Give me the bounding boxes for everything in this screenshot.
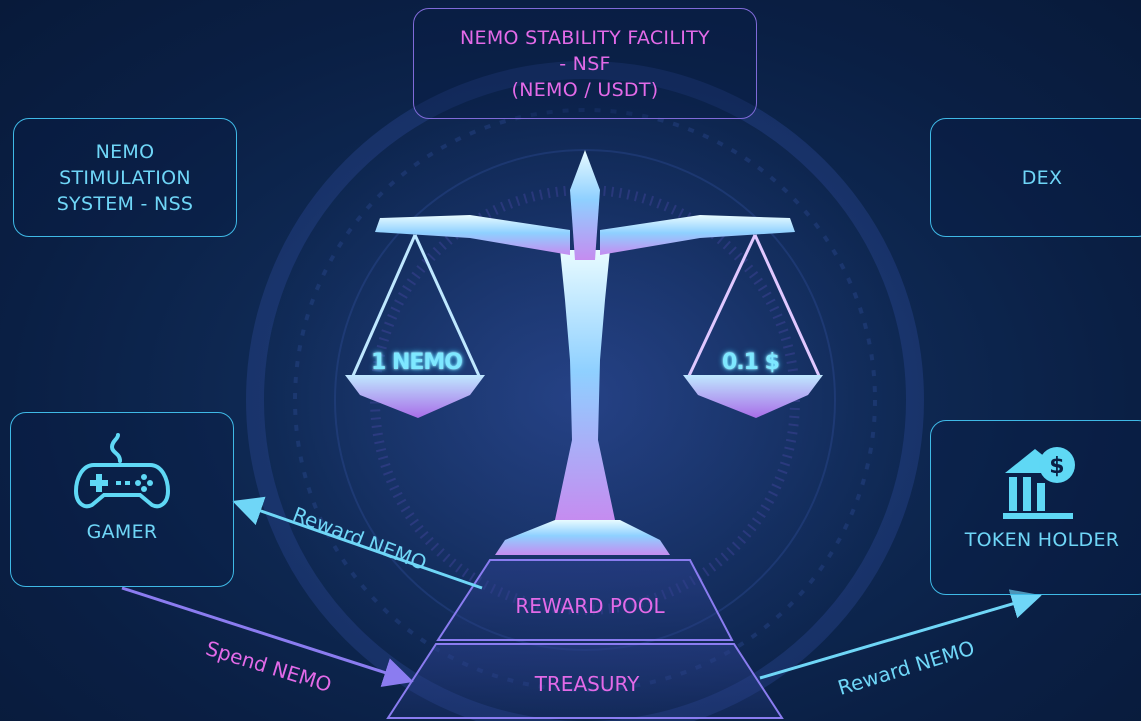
nss-box: NEMO STIMULATION SYSTEM - NSS [13, 118, 237, 237]
pyramid [386, 559, 784, 719]
gamepad-icon [73, 433, 171, 509]
reward-pool-label: REWARD POOL [515, 594, 665, 618]
gamer-label: GAMER [86, 521, 158, 543]
dex-label: DEX [1021, 166, 1063, 189]
flow-arrows [121, 496, 1042, 687]
left-pan-label: 1 NEMO [371, 350, 463, 375]
gamer-box: GAMER [10, 412, 234, 587]
bank-dollar-icon: $ [1003, 447, 1075, 519]
token-holder-label: TOKEN HOLDER [964, 529, 1120, 551]
balance-scale [345, 150, 823, 555]
right-pan-label: 0.1 $ [722, 350, 780, 375]
svg-text:$: $ [1049, 454, 1065, 479]
treasury-label: TREASURY [534, 672, 640, 696]
nsf-line-3: (NEMO / USDT) [511, 78, 659, 101]
dex-box: DEX [930, 118, 1141, 237]
nss-line-1: NEMO [95, 140, 155, 163]
token-holder-box: $ TOKEN HOLDER [930, 420, 1141, 595]
nsf-line-1: NEMO STABILITY FACILITY [460, 26, 710, 49]
nsf-line-2: - NSF [559, 52, 611, 75]
nsf-box: NEMO STABILITY FACILITY - NSF (NEMO / US… [413, 8, 757, 119]
nss-line-2: STIMULATION [59, 166, 191, 189]
nss-line-3: SYSTEM - NSS [56, 192, 194, 215]
